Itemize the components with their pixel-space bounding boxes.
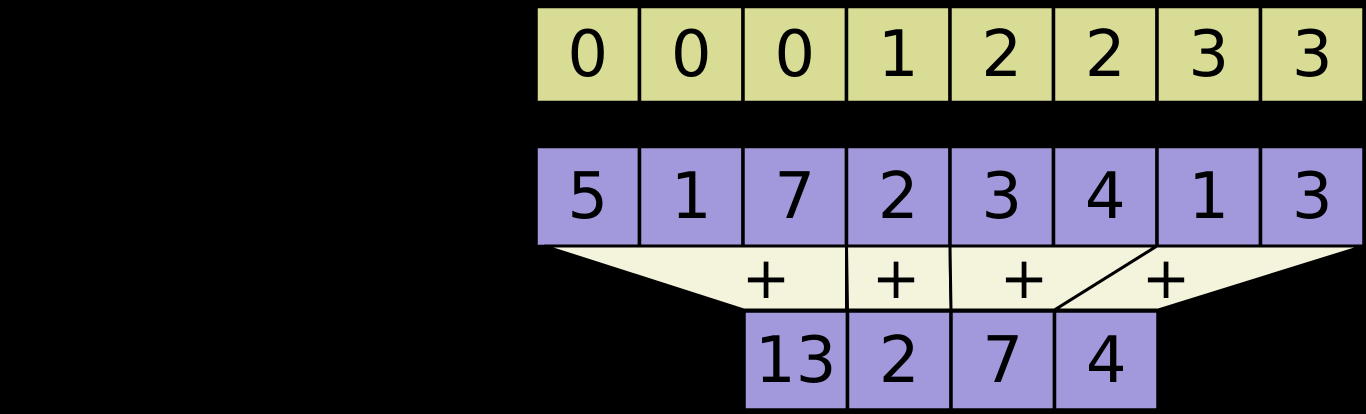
key-cell-0 <box>534 4 642 105</box>
key-value-0: 0 <box>567 18 608 92</box>
reduce-band: + + + + <box>543 244 1365 312</box>
key-value-1: 0 <box>671 18 712 92</box>
key-value-3: 1 <box>878 18 919 92</box>
result-value-1: 2 <box>879 324 920 398</box>
value-7: 3 <box>1292 160 1333 234</box>
key-value-6: 3 <box>1188 18 1229 92</box>
value-4: 3 <box>981 160 1022 234</box>
result-cell-1 <box>845 309 953 412</box>
plus-operator-2: + <box>1000 244 1049 312</box>
key-value-2: 0 <box>774 18 815 92</box>
result-cell-3 <box>1052 309 1160 412</box>
value-5: 4 <box>1085 160 1126 234</box>
keys-row: 0 0 0 1 2 2 3 3 <box>534 4 1366 105</box>
value-2: 7 <box>774 160 815 234</box>
value-0: 5 <box>567 160 608 234</box>
value-1: 1 <box>671 160 712 234</box>
value-cell-6 <box>1155 144 1263 249</box>
key-value-7: 3 <box>1292 18 1333 92</box>
key-value-5: 2 <box>1085 18 1126 92</box>
plus-operator-1: + <box>872 244 921 312</box>
plus-operator-3: + <box>1142 244 1191 312</box>
value-cell-5 <box>1051 144 1159 249</box>
key-cell-5 <box>1051 4 1159 105</box>
plus-operator-0: + <box>742 244 791 312</box>
value-3: 2 <box>878 160 919 234</box>
value-cell-4 <box>948 144 1056 249</box>
values-row: 5 1 7 2 3 4 1 3 <box>534 144 1366 249</box>
key-cell-4 <box>948 4 1056 105</box>
result-cell-0 <box>742 309 850 412</box>
result-value-3: 4 <box>1086 324 1127 398</box>
value-cell-3 <box>844 144 952 249</box>
key-cell-3 <box>844 4 952 105</box>
value-cell-1 <box>637 144 745 249</box>
key-cell-7 <box>1258 4 1366 105</box>
result-cell-2 <box>949 309 1057 412</box>
result-value-2: 7 <box>982 324 1023 398</box>
result-row: 13 2 7 4 <box>742 309 1160 412</box>
value-cell-7 <box>1258 144 1366 249</box>
key-value-4: 2 <box>981 18 1022 92</box>
value-6: 1 <box>1188 160 1229 234</box>
key-cell-1 <box>637 4 745 105</box>
key-cell-2 <box>741 4 849 105</box>
result-value-0: 13 <box>755 324 836 398</box>
